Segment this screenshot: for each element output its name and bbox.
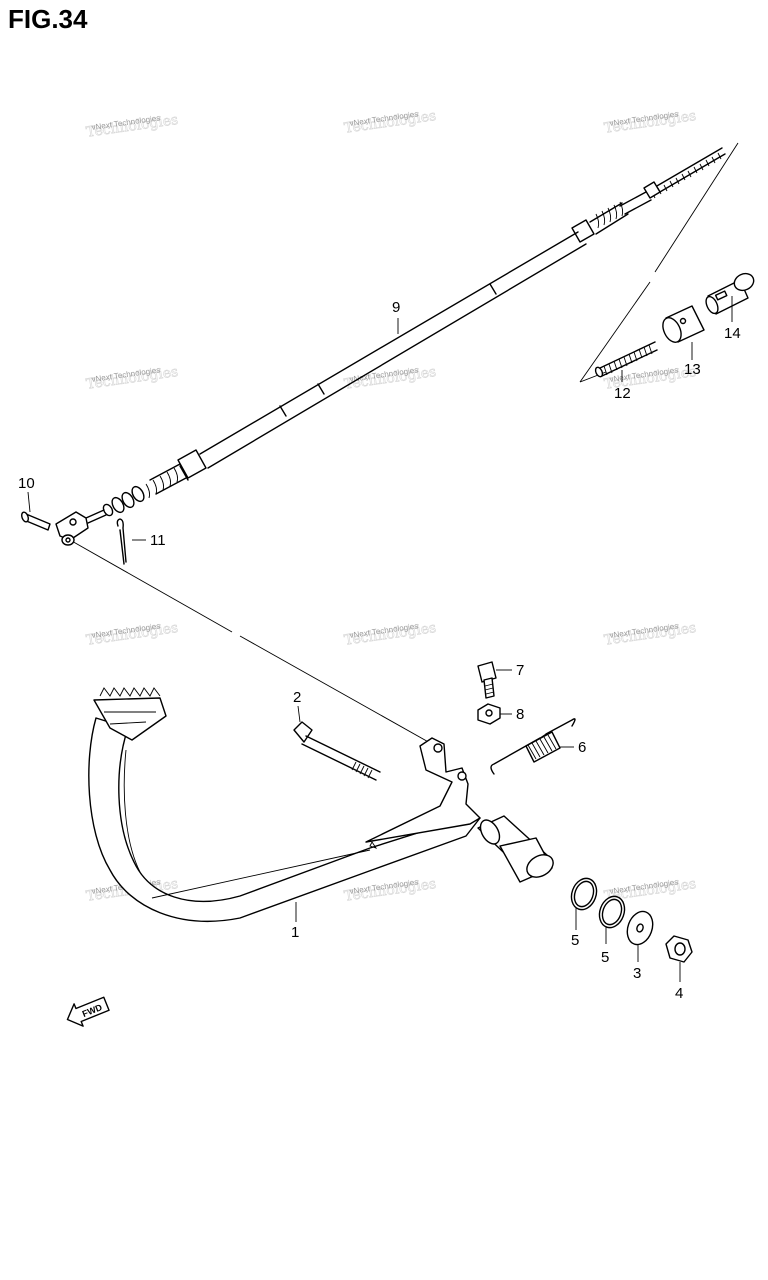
cable-collar [662, 305, 705, 343]
joint-pin [705, 272, 755, 315]
pivot-bolt [293, 721, 381, 781]
callout-3: 3 [633, 965, 641, 982]
watermark: Technologies vNext Technologies [85, 620, 180, 649]
callout-11: 11 [150, 532, 166, 549]
adjuster-bolt [477, 661, 497, 699]
watermark: Technologies vNext Technologies [343, 364, 438, 393]
callout-14: 14 [724, 325, 741, 342]
watermark: Technologies vNext Technologies [343, 108, 438, 137]
o-ring-2 [598, 895, 626, 929]
callout-13: 13 [684, 361, 701, 378]
callout-12: 12 [614, 385, 631, 402]
callout-6: 6 [578, 739, 586, 756]
adjuster-nut [477, 703, 501, 725]
callout-9: 9 [392, 299, 400, 316]
callout-10: 10 [18, 475, 35, 492]
watermark: Technologies vNext Technologies [603, 620, 698, 649]
pivot-nut [665, 935, 693, 963]
forward-direction-arrow: FWD [66, 996, 110, 1027]
callout-1: 1 [291, 924, 299, 941]
clevis-pin [21, 511, 51, 531]
watermark: Technologies vNext Technologies [85, 364, 180, 393]
return-spring-small [594, 341, 658, 378]
cotter-pin [116, 518, 127, 565]
callout-8: 8 [516, 706, 524, 723]
watermark: Technologies vNext Technologies [85, 112, 180, 141]
callout-5b: 5 [601, 949, 609, 966]
brake-pedal [88, 687, 554, 922]
watermarks: Technologies vNext Technologies Technolo… [85, 108, 698, 905]
callouts: 9 10 11 12 13 14 7 8 6 2 1 5 5 3 4 [18, 299, 741, 1002]
figure-title: FIG.34 [8, 4, 88, 34]
callout-2: 2 [293, 689, 301, 706]
o-ring-1 [570, 877, 598, 911]
assembly-lines [69, 142, 739, 745]
callout-5a: 5 [571, 932, 579, 949]
leader-lines [27, 296, 733, 982]
callout-4: 4 [675, 985, 683, 1002]
watermark: Technologies vNext Technologies [343, 620, 438, 649]
callout-7: 7 [516, 662, 524, 679]
watermark: Technologies vNext Technologies [343, 876, 438, 905]
pedal-return-spring [490, 718, 576, 775]
brake-cable [55, 147, 726, 546]
washer [626, 910, 654, 946]
watermark: Technologies vNext Technologies [603, 108, 698, 137]
